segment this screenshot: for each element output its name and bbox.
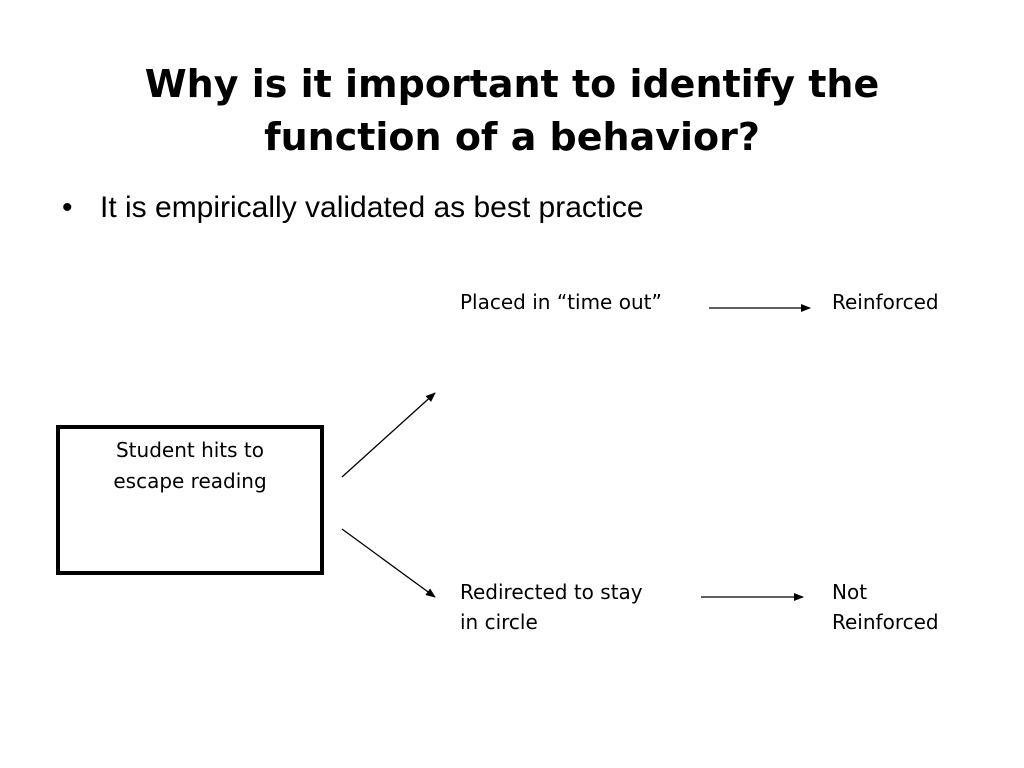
bottom-outcome-line-2: in circle xyxy=(460,610,538,634)
bottom-outcome-line-1: Redirected to stay xyxy=(460,580,643,604)
behavior-box-text: Student hits to escape reading xyxy=(60,435,320,497)
title-line-2: function of a behavior? xyxy=(264,115,760,159)
arrow-to-bottom-outcome xyxy=(341,528,436,598)
arrow-to-top-outcome xyxy=(341,392,436,478)
top-outcome-label: Placed in “time out” xyxy=(460,290,662,314)
bottom-result-line-1: Not xyxy=(832,580,868,604)
bullet-item: • It is empirically validated as best pra… xyxy=(62,188,644,228)
bottom-outcome-label: Redirected to stay in circle xyxy=(460,577,643,637)
top-result-label: Reinforced xyxy=(832,290,939,314)
bullet-text: It is empirically validated as best prac… xyxy=(100,191,644,224)
bottom-result-line-2: Reinforced xyxy=(832,610,939,634)
slide-title: Why is it important to identify the func… xyxy=(60,58,964,164)
behavior-line-2: escape reading xyxy=(113,469,267,493)
behavior-box: Student hits to escape reading xyxy=(56,425,324,575)
bottom-result-label: Not Reinforced xyxy=(832,577,939,637)
bullet-marker: • xyxy=(62,191,73,224)
behavior-line-1: Student hits to xyxy=(115,438,265,462)
title-line-1: Why is it important to identify the xyxy=(144,62,880,106)
